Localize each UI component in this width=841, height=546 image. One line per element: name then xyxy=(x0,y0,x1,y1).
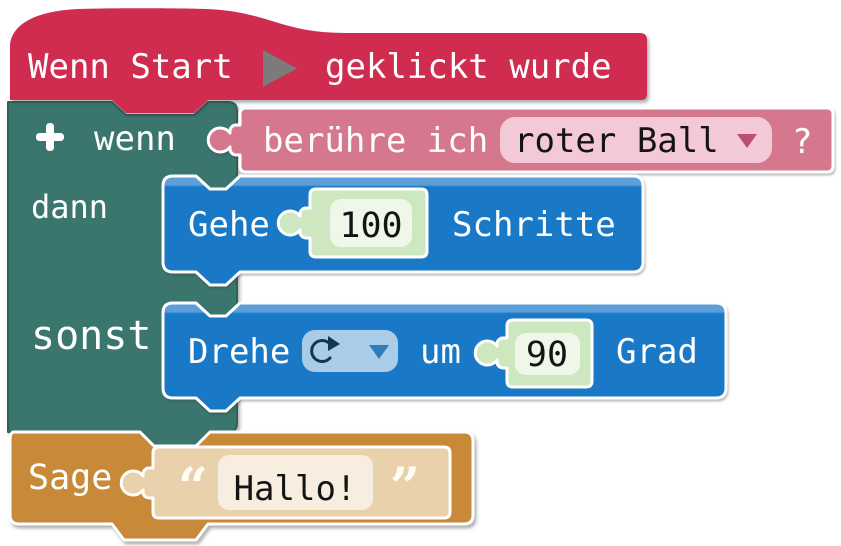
if-label: wenn xyxy=(94,119,176,159)
event-label-after: geklickt wurde xyxy=(325,47,612,87)
event-block-shape[interactable] xyxy=(10,8,647,113)
sprite-dropdown[interactable]: roter Ball xyxy=(500,117,772,163)
event-label-before: Wenn Start xyxy=(28,47,233,87)
say-block-sage[interactable]: Sage “ Hallo! ” xyxy=(8,430,475,542)
turn-block-drehe[interactable]: Drehe um 90 Grad xyxy=(161,301,728,413)
string-value: Hallo! xyxy=(234,469,357,509)
sprite-dropdown-bg[interactable] xyxy=(500,117,772,163)
move-block-gehe[interactable]: Gehe 100 Schritte xyxy=(161,174,645,287)
add-icon[interactable] xyxy=(36,123,64,151)
condition-label: berühre ich xyxy=(263,121,488,161)
number-field[interactable] xyxy=(515,333,580,375)
sprite-dropdown-value: roter Ball xyxy=(514,121,719,161)
condition-block-beruehre-ich[interactable]: berühre ich roter Ball ? xyxy=(206,106,835,174)
number-slot-100[interactable]: 100 xyxy=(276,187,429,259)
play-icon xyxy=(263,50,297,87)
dropdown-arrow-icon xyxy=(737,134,757,148)
move-label: Gehe xyxy=(188,205,270,245)
number-value: 90 xyxy=(526,335,568,375)
number-field[interactable] xyxy=(330,199,412,247)
turn-unit-label: Grad xyxy=(616,332,698,372)
condition-question-mark: ? xyxy=(792,122,812,162)
turn-label: Drehe xyxy=(188,332,290,372)
dropdown-arrow-icon xyxy=(369,345,389,359)
rotate-clockwise-icon xyxy=(310,336,340,363)
close-quote: ” xyxy=(390,457,420,518)
event-block-wenn-start[interactable]: Wenn Start geklickt wurde xyxy=(10,8,647,113)
say-label: Sage xyxy=(28,458,112,498)
turn-preposition: um xyxy=(420,332,461,372)
then-label: dann xyxy=(31,188,108,226)
number-slot-90[interactable]: 90 xyxy=(473,318,594,389)
string-slot-hallo[interactable]: “ Hallo! ” xyxy=(119,445,452,520)
string-field[interactable] xyxy=(218,455,373,510)
move-unit-label: Schritte xyxy=(452,205,616,245)
open-quote: “ xyxy=(178,457,208,518)
direction-dropdown[interactable] xyxy=(302,330,398,372)
number-value: 100 xyxy=(339,206,402,246)
else-label: sonst xyxy=(31,313,151,359)
